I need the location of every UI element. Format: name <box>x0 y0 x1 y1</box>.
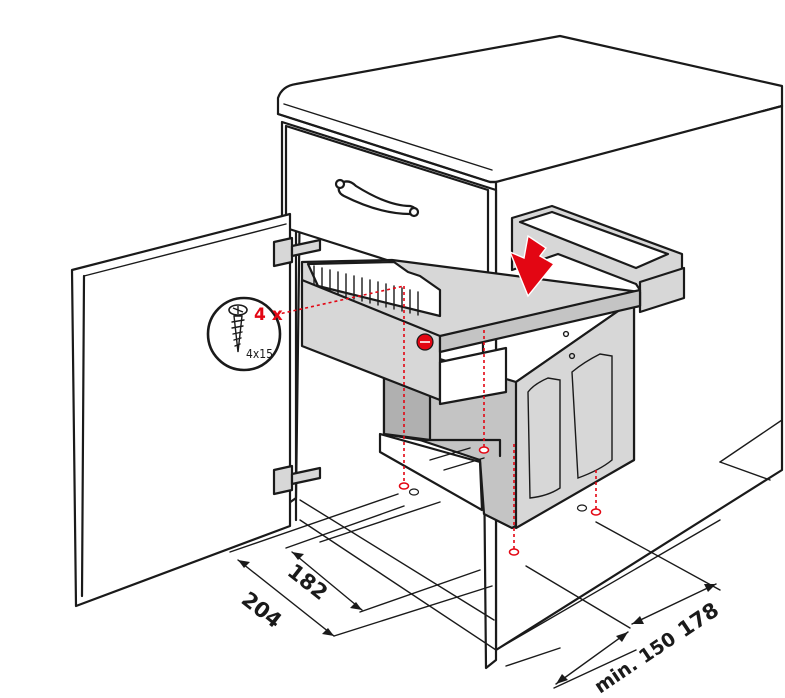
cabinet-door <box>70 212 292 608</box>
brand-badge-icon <box>416 333 434 351</box>
drill-points <box>398 286 602 556</box>
dimension-178: 178 <box>673 598 723 642</box>
screw-callout: 4 x 4x15 <box>206 285 405 372</box>
pullout-bin <box>378 204 686 530</box>
drill-hole <box>398 482 410 490</box>
screw-size: 4x15 <box>246 347 273 361</box>
drill-hole <box>590 508 602 516</box>
dimension-min-150: min. 150 <box>590 628 680 698</box>
down-arrow-icon <box>508 234 556 298</box>
hinge-upper <box>272 236 322 268</box>
screw-quantity: 4 x <box>254 305 283 325</box>
hinge-lower <box>272 464 322 496</box>
front-grille <box>313 265 419 316</box>
dimension-lines <box>229 493 721 689</box>
dimension-182: 182 <box>283 559 332 605</box>
cabinet-floor <box>299 499 721 651</box>
drill-hole <box>408 488 420 496</box>
screw-icon <box>228 304 248 353</box>
dimension-204: 204 <box>237 587 286 633</box>
drill-hole <box>478 446 490 454</box>
pullout-front-frame <box>300 258 642 406</box>
drill-hole <box>508 548 520 556</box>
drill-hole <box>576 504 588 512</box>
